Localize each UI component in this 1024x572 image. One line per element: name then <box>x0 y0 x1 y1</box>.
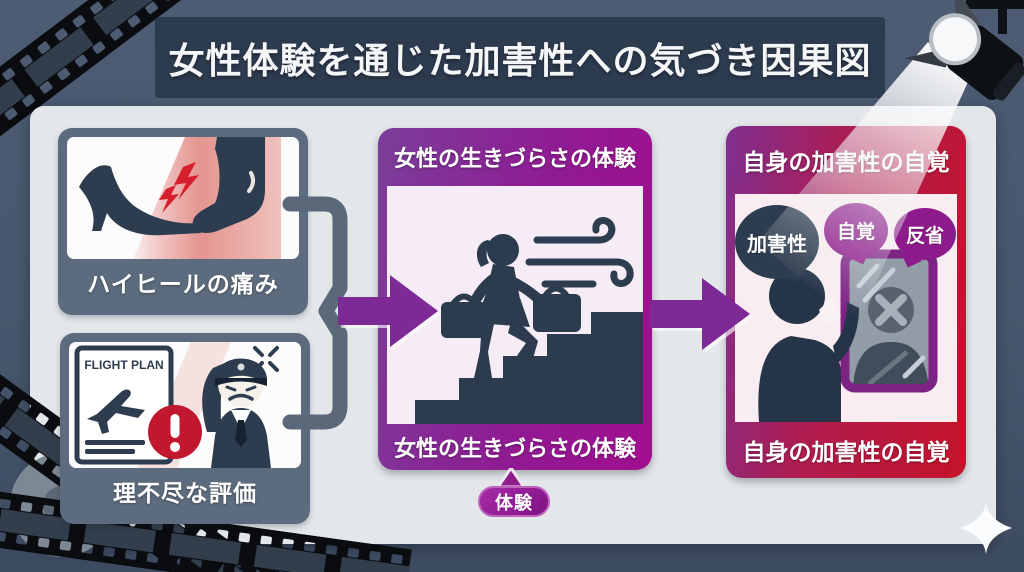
experience-footer: 女性の生きづらさの体験 <box>393 436 636 461</box>
awareness-header: 自身の加害性の自覚 <box>742 149 950 175</box>
cause-card-high-heel: ハイヒールの痛み <box>58 128 308 315</box>
unfair-evaluation-icon: FLIGHT PLAN <box>74 342 279 468</box>
awareness-card: 自身の加害性の自覚 <box>726 126 966 478</box>
speech-bubble-kagaisei: 加害性 <box>735 205 819 283</box>
experience-card: 女性の生きづらさの体験 <box>378 128 652 470</box>
speech-bubble-jikaku: 自覚 <box>824 203 888 265</box>
experience-badge: 体験 <box>478 486 550 517</box>
wind-icon <box>525 217 634 288</box>
high-heel-pain-icon <box>79 137 281 259</box>
woman-climbing-stairs-icon <box>415 217 643 424</box>
title-banner: 女性体験を通じた加害性への気づき因果図 <box>155 17 885 98</box>
experience-header: 女性の生きづらさの体験 <box>393 146 636 171</box>
cause-card-unfair-evaluation: FLIGHT PLAN <box>60 333 310 524</box>
woman-silhouette-icon <box>441 234 581 378</box>
alert-icon <box>148 405 202 459</box>
pilot-icon <box>202 358 271 468</box>
speech-bubble-hansei: 反省 <box>894 208 956 268</box>
anger-mark-icon <box>253 346 279 372</box>
page-title: 女性体験を通じた加害性への気づき因果図 <box>168 39 872 81</box>
flight-plan-title: FLIGHT PLAN <box>84 358 163 372</box>
mirror-icon <box>840 249 938 393</box>
cause-label-high-heel: ハイヒールの痛み <box>87 270 279 297</box>
awareness-footer: 自身の加害性の自覚 <box>742 439 950 465</box>
stairs-icon <box>415 312 643 424</box>
cause-label-unfair-evaluation: 理不尽な評価 <box>113 479 257 506</box>
